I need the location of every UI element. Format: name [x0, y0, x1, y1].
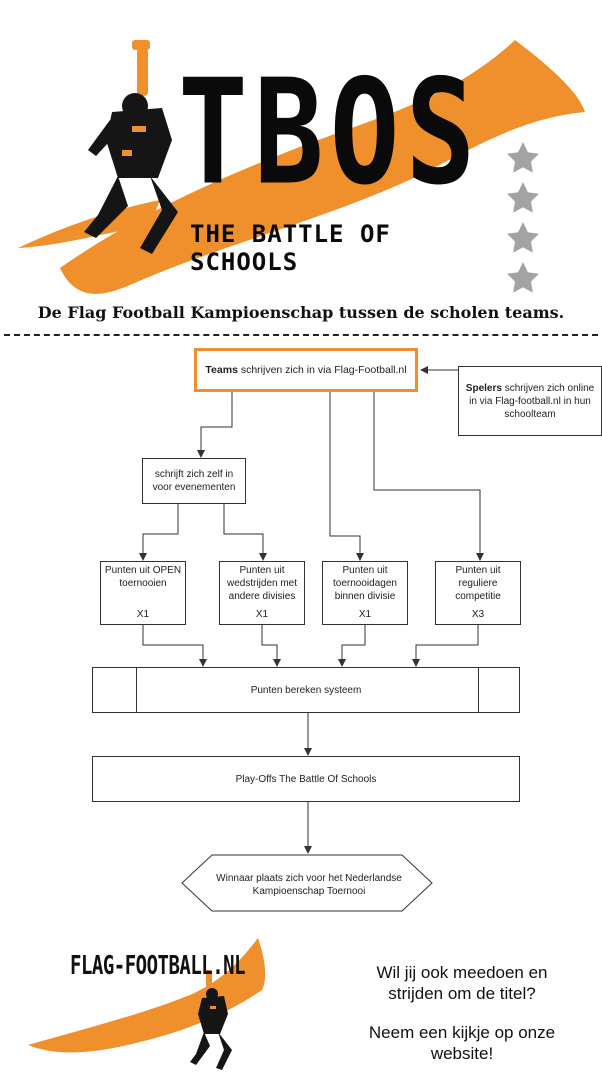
logo-title: TBOS [178, 48, 482, 218]
punten-toernooidagen-label: Punten uit toernooidagen binnen divisie [333, 565, 397, 602]
punten-open-box: Punten uit OPEN toernooien X1 [100, 561, 186, 625]
orange-banner [60, 40, 585, 294]
flag-football-logo-graphic [28, 938, 266, 1070]
tagline: De Flag Football Kampioenschap tussen de… [37, 303, 565, 322]
teams-signup-text: Teams schrijven zich in via Flag-Footbal… [205, 363, 407, 376]
punten-divisies-multiplier: X1 [255, 609, 269, 620]
footer-player-icon [190, 970, 232, 1070]
logo-subtitle: THE BATTLE OF SCHOOLS [190, 220, 391, 276]
evenementen-box: schrijft zich zelf in voor evenementen [142, 458, 246, 504]
punten-competitie-multiplier: X3 [471, 609, 485, 620]
teams-signup-box: Teams schrijven zich in via Flag-Footbal… [194, 348, 418, 392]
star-icon [507, 222, 539, 253]
punten-competitie-label: Punten uit reguliere competitie [455, 565, 501, 602]
playoffs-text: Play-Offs The Battle Of Schools [235, 773, 377, 785]
star-icon [507, 142, 539, 173]
punten-toernooidagen-box: Punten uit toernooidagen binnen divisie … [322, 561, 408, 625]
punten-divisies-label: Punten uit wedstrijden met andere divisi… [226, 565, 298, 602]
orange-banner-tail [18, 200, 160, 248]
spelers-signup-text: Spelers schrijven zich online in via Fla… [465, 382, 595, 420]
connector-teams-competitie [373, 392, 484, 561]
player-silhouette-icon [84, 40, 178, 254]
calc-left-bar [136, 668, 137, 712]
connector-evenementen-divisies [223, 504, 267, 561]
flag-football-logo-text: FLAG-FOOTBALL.NL [70, 951, 246, 981]
calc-system-box: Punten bereken systeem [92, 667, 520, 713]
tbos-logo-graphic [18, 40, 585, 294]
star-icon [507, 182, 539, 213]
winner-hexagon-shape [181, 854, 433, 912]
punten-competitie-box: Punten uit reguliere competitie X3 [435, 561, 521, 625]
connector-competitie-calc [412, 625, 479, 667]
star-rating-icon [507, 142, 539, 293]
connector-open-calc [142, 625, 207, 667]
cta-line-1: Wil jij ook meedoen en strijden om de ti… [376, 963, 548, 1003]
connector-toernooidagen-calc [338, 625, 366, 667]
winner-text: Winnaar plaats zich voor het Nederlandse… [216, 873, 402, 897]
punten-divisies-box: Punten uit wedstrijden met andere divisi… [219, 561, 305, 625]
punten-toernooidagen-multiplier: X1 [358, 609, 372, 620]
cta-line-2: Neem een kijkje op onze website! [368, 1023, 556, 1063]
connector-teams-toernooidagen [329, 392, 364, 561]
evenementen-text: schrijft zich zelf in voor evenementen [152, 469, 236, 493]
connector-teams-evenementen [197, 392, 233, 458]
star-icon [507, 262, 539, 293]
dashed-divider [4, 334, 598, 336]
punten-open-multiplier: X1 [136, 609, 150, 620]
calc-system-text: Punten bereken systeem [250, 684, 362, 696]
connector-divisies-calc [261, 625, 281, 667]
spelers-signup-box: Spelers schrijven zich online in via Fla… [458, 366, 602, 436]
call-to-action: Wil jij ook meedoen en strijden om de ti… [352, 962, 572, 1064]
calc-right-bar [478, 668, 479, 712]
connector-evenementen-open [139, 504, 179, 561]
playoffs-box: Play-Offs The Battle Of Schools [92, 756, 520, 802]
punten-open-label: Punten uit OPEN toernooien [104, 565, 182, 589]
